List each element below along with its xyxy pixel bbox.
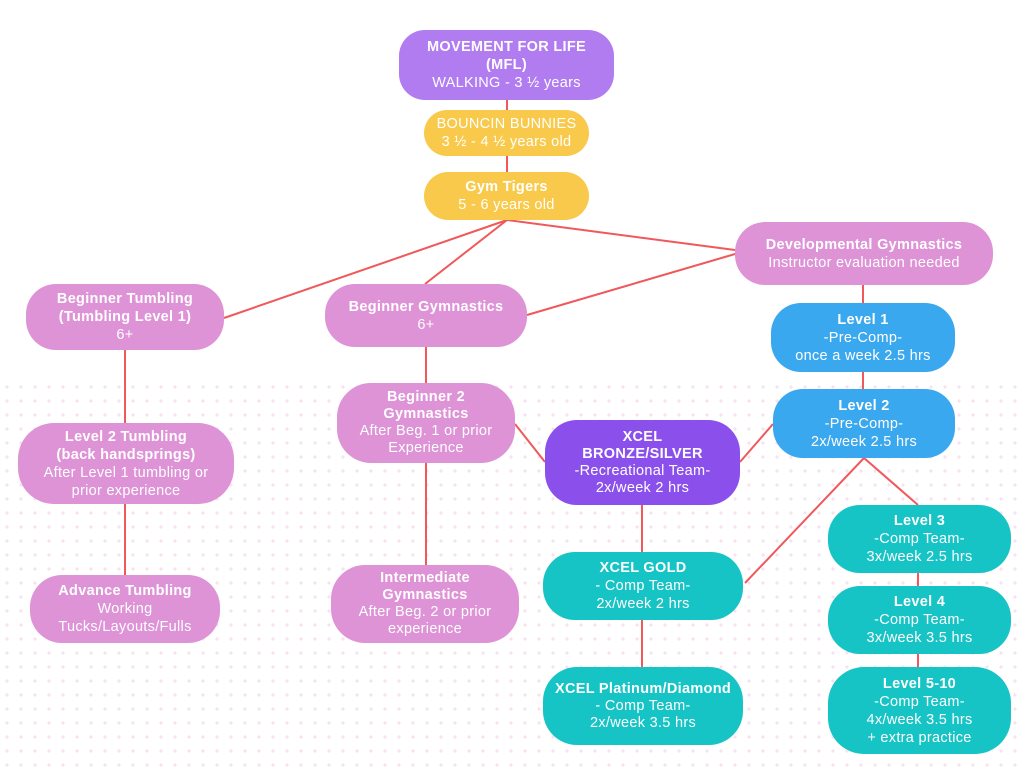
mfl-title-abbrev: (MFL) [486, 57, 527, 73]
developmental-requirement: Instructor evaluation needed [768, 254, 960, 271]
level4-schedule: 3x/week 3.5 hrs [866, 630, 973, 646]
connector-level2-xcel-gold [744, 457, 865, 584]
xcel-bronze-type: -Recreational Team- [574, 462, 711, 479]
advance-tumbling-status: Working [97, 601, 153, 617]
tigers-title: Gym Tigers [465, 179, 548, 195]
beginner-tumbling-level: (Tumbling Level 1) [58, 309, 192, 325]
level3-type: -Comp Team- [874, 531, 965, 547]
level1-type: -Pre-Comp- [823, 329, 903, 346]
beginner2-prereq-line2: Experience [388, 440, 464, 456]
level2-schedule: 2x/week 2.5 hrs [810, 433, 918, 450]
node-beginner-gymnastics: Beginner Gymnastics 6+ [325, 284, 527, 347]
intermediate-prereq: After Beg. 2 or prior [358, 604, 492, 620]
node-developmental-gymnastics: Developmental Gymnastics Instructor eval… [735, 222, 993, 285]
level2-tumbling-prereq: After Level 1 tumbling or [43, 464, 209, 481]
level2-tumbling-title: Level 2 Tumbling [64, 428, 188, 445]
beginner-gymnastics-age: 6+ [417, 316, 435, 333]
bunnies-age: 3 ½ - 4 ½ years old [441, 134, 572, 150]
beginner-tumbling-title: Beginner Tumbling [56, 291, 194, 307]
node-level-4: Level 4 -Comp Team- 3x/week 3.5 hrs [828, 586, 1011, 654]
node-level-5-10: Level 5-10 -Comp Team- 4x/week 3.5 hrs +… [828, 667, 1011, 754]
level510-extra: + extra practice [867, 729, 972, 746]
level1-schedule: once a week 2.5 hrs [795, 347, 931, 364]
connector-level2-level3 [863, 457, 919, 506]
node-beginner-tumbling: Beginner Tumbling (Tumbling Level 1) 6+ [26, 284, 224, 350]
bunnies-title: BOUNCIN BUNNIES [436, 116, 577, 132]
beginner2-title: Beginner 2 [387, 389, 465, 405]
node-xcel-gold: XCEL GOLD - Comp Team- 2x/week 2 hrs [543, 552, 743, 620]
node-bouncin-bunnies: BOUNCIN BUNNIES 3 ½ - 4 ½ years old [424, 110, 589, 156]
node-advance-tumbling: Advance Tumbling Working Tucks/Layouts/F… [30, 575, 220, 643]
xcel-gold-type: - Comp Team- [595, 578, 691, 594]
intermediate-title: Intermediate [380, 570, 470, 586]
node-level-1: Level 1 -Pre-Comp- once a week 2.5 hrs [771, 303, 955, 372]
connector-tigers-beginner-gymnastics [424, 219, 508, 285]
xcel-platinum-title: XCEL Platinum/Diamond [554, 680, 732, 697]
node-xcel-platinum-diamond: XCEL Platinum/Diamond - Comp Team- 2x/we… [543, 667, 743, 745]
level2-tumbling-skill: (back handsprings) [56, 446, 196, 463]
level2-type: -Pre-Comp- [824, 415, 904, 432]
node-movement-for-life: MOVEMENT FOR LIFE (MFL) WALKING - 3 ½ ye… [399, 30, 614, 100]
tigers-age: 5 - 6 years old [458, 197, 555, 213]
node-xcel-bronze-silver: XCEL BRONZE/SILVER -Recreational Team- 2… [545, 420, 740, 505]
xcel-bronze-title: XCEL [622, 428, 663, 445]
level4-type: -Comp Team- [874, 612, 965, 628]
beginner-gymnastics-title: Beginner Gymnastics [348, 298, 504, 315]
mfl-title: MOVEMENT FOR LIFE [427, 39, 586, 55]
beginner2-prereq: After Beg. 1 or prior [359, 423, 493, 439]
node-beginner-2-gymnastics: Beginner 2 Gymnastics After Beg. 1 or pr… [337, 383, 515, 463]
intermediate-prereq-line2: experience [388, 621, 462, 637]
developmental-title: Developmental Gymnastics [765, 236, 963, 253]
xcel-bronze-schedule: 2x/week 2 hrs [595, 479, 690, 496]
connector-level2-xcel-bronze [739, 423, 774, 463]
level3-schedule: 3x/week 2.5 hrs [866, 549, 973, 565]
node-gym-tigers: Gym Tigers 5 - 6 years old [424, 172, 589, 220]
connector-tigers-beginner-tumbling [223, 219, 508, 319]
advance-tumbling-skills: Tucks/Layouts/Fulls [58, 619, 192, 635]
level4-title: Level 4 [893, 594, 946, 610]
node-intermediate-gymnastics: Intermediate Gymnastics After Beg. 2 or … [331, 565, 519, 643]
beginner-tumbling-age: 6+ [116, 327, 134, 343]
level3-title: Level 3 [893, 513, 946, 529]
beginner2-title-line2: Gymnastics [383, 406, 469, 422]
xcel-gold-schedule: 2x/week 2 hrs [596, 596, 690, 612]
xcel-platinum-schedule: 2x/week 3.5 hrs [589, 714, 697, 731]
level2-title: Level 2 [838, 397, 890, 414]
advance-tumbling-title: Advance Tumbling [58, 583, 192, 599]
intermediate-title-line2: Gymnastics [382, 587, 468, 603]
connector-tigers-developmental [506, 219, 736, 251]
connector-beginner2-xcel-bronze [514, 423, 546, 463]
xcel-gold-title: XCEL GOLD [599, 560, 687, 576]
xcel-bronze-levels: BRONZE/SILVER [582, 445, 703, 462]
level2-tumbling-prereq-alt: prior experience [71, 482, 181, 499]
connector-developmental-beginner-gymnastics [526, 253, 736, 316]
mfl-age: WALKING - 3 ½ years [432, 75, 581, 91]
level510-type: -Comp Team- [874, 693, 965, 710]
node-level-2-tumbling: Level 2 Tumbling (back handsprings) Afte… [18, 423, 234, 504]
level510-schedule: 4x/week 3.5 hrs [866, 711, 973, 728]
node-level-2: Level 2 -Pre-Comp- 2x/week 2.5 hrs [773, 389, 955, 458]
level1-title: Level 1 [837, 311, 889, 328]
node-level-3: Level 3 -Comp Team- 3x/week 2.5 hrs [828, 505, 1011, 573]
xcel-platinum-type: - Comp Team- [595, 697, 691, 714]
level510-title: Level 5-10 [882, 675, 957, 692]
